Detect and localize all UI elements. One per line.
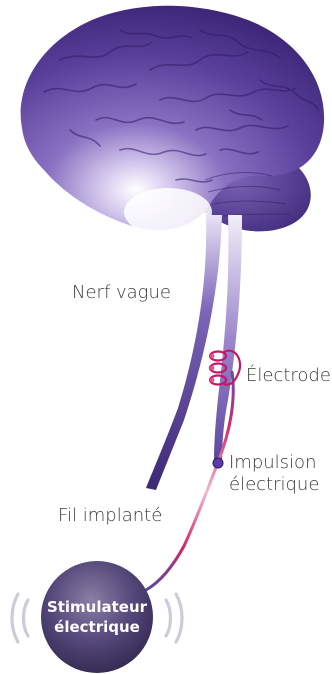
label-electrical-impulse-line2: électrique xyxy=(229,474,319,496)
label-electrical-impulse-line1: Impulsion xyxy=(229,452,319,474)
vagus-nerve-left-strand xyxy=(146,215,222,490)
label-vagus-nerve: Nerf vague xyxy=(72,282,171,304)
electrical-impulse-dot xyxy=(213,458,223,468)
label-implanted-wire: Fil implanté xyxy=(58,505,162,527)
electrode xyxy=(210,351,240,385)
brain xyxy=(21,6,324,236)
label-stimulator-line1: Stimulateur xyxy=(40,597,154,617)
label-stimulator-line2: électrique xyxy=(40,617,154,637)
vagus-nerve xyxy=(146,215,242,490)
label-electrode: Électrode xyxy=(246,365,331,387)
brain-glow xyxy=(124,188,212,236)
label-stimulator: Stimulateur électrique xyxy=(40,597,154,637)
label-electrical-impulse: Impulsion électrique xyxy=(229,452,319,496)
